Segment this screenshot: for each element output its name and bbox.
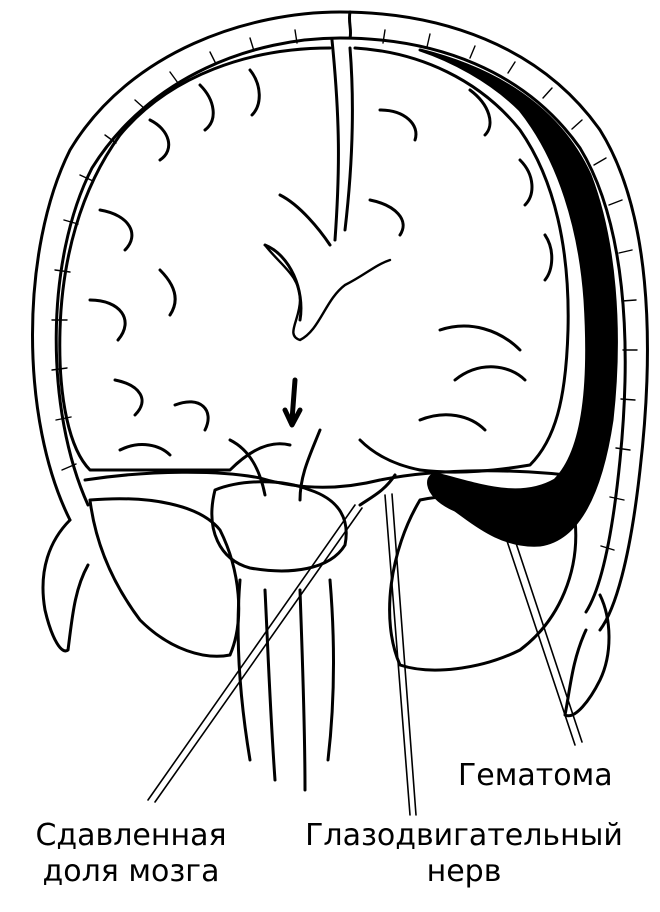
third-ventricle-arrow — [285, 380, 300, 425]
cerebrum — [60, 40, 568, 472]
label-compressed-lobe: Сдавленная доля мозга — [6, 818, 256, 890]
leader-compressed-lobe — [148, 505, 355, 800]
pons-medulla — [238, 580, 333, 790]
label-hematoma: Гематома — [458, 758, 613, 794]
left-temporal-bone — [43, 520, 88, 651]
label-compressed-lobe-line2: доля мозга — [6, 854, 256, 890]
label-oculomotor-nerve-line1: Глазодвигательный — [268, 818, 660, 854]
interhemispheric-fissure — [345, 48, 352, 230]
label-oculomotor-nerve: Глазодвигательный нерв — [268, 818, 660, 890]
label-oculomotor-nerve-line2: нерв — [268, 854, 660, 890]
leader-hematoma-2 — [510, 525, 582, 742]
tentorium-cerebelli — [85, 471, 590, 488]
left-cerebellum — [90, 499, 239, 656]
leader-compressed-lobe-2 — [155, 508, 362, 802]
label-compressed-lobe-line1: Сдавленная — [6, 818, 256, 854]
falx-cerebri — [332, 40, 338, 240]
cerebral-peduncles — [230, 430, 420, 500]
right-sulci — [370, 90, 552, 430]
leader-oculomotor-nerve — [385, 495, 410, 815]
leader-hematoma — [500, 520, 575, 745]
skull-vault-suture — [349, 12, 350, 38]
